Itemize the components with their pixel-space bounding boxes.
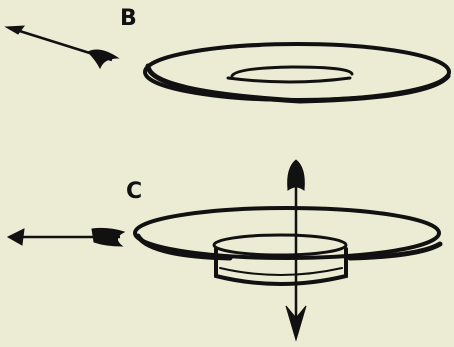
disc-rim-shadow (148, 66, 448, 101)
panel-b-arrow (6, 26, 118, 68)
disc-outer-rim (135, 208, 439, 258)
fletching-icon (88, 50, 118, 68)
disc-center-ring (232, 67, 352, 76)
panel-c-disc (135, 208, 440, 284)
arrowhead-icon (8, 229, 24, 245)
disc-center-ring-lower (228, 78, 350, 82)
panel-c-vertical-arrow (286, 160, 306, 340)
hub-band (220, 268, 342, 275)
hub-top (214, 235, 346, 255)
panel-b-label: B (120, 6, 137, 31)
panel-b: B (6, 6, 449, 101)
panel-c-arrow (8, 228, 124, 246)
panel-c-label: C (126, 179, 142, 204)
fletching-icon (288, 160, 305, 190)
panel-c: C (8, 160, 440, 340)
panel-b-disc (145, 44, 449, 101)
